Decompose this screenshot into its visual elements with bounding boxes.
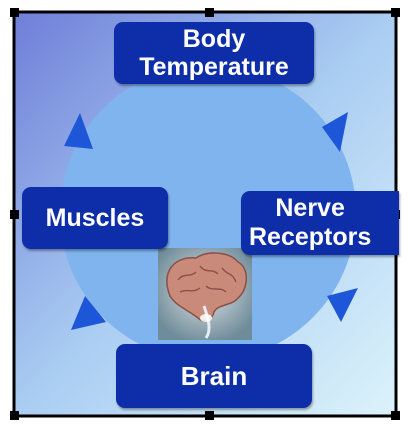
brain-node: Brain — [116, 344, 312, 408]
nerve-receptors-node: Nerve Receptors — [241, 191, 399, 255]
frame-marker-top-left — [10, 8, 19, 17]
body-temperature-node: Body Temperature — [114, 22, 314, 84]
brain-image — [158, 248, 252, 340]
muscles-node: Muscles — [22, 187, 168, 249]
frame-marker-bottom-left — [10, 411, 19, 420]
frame-marker-bottom-center — [205, 411, 214, 420]
frame-marker-top-center — [205, 8, 214, 17]
frame-marker-left-center — [10, 210, 19, 219]
frame-marker-bottom-right — [391, 411, 400, 420]
frame-marker-top-right — [391, 8, 400, 17]
